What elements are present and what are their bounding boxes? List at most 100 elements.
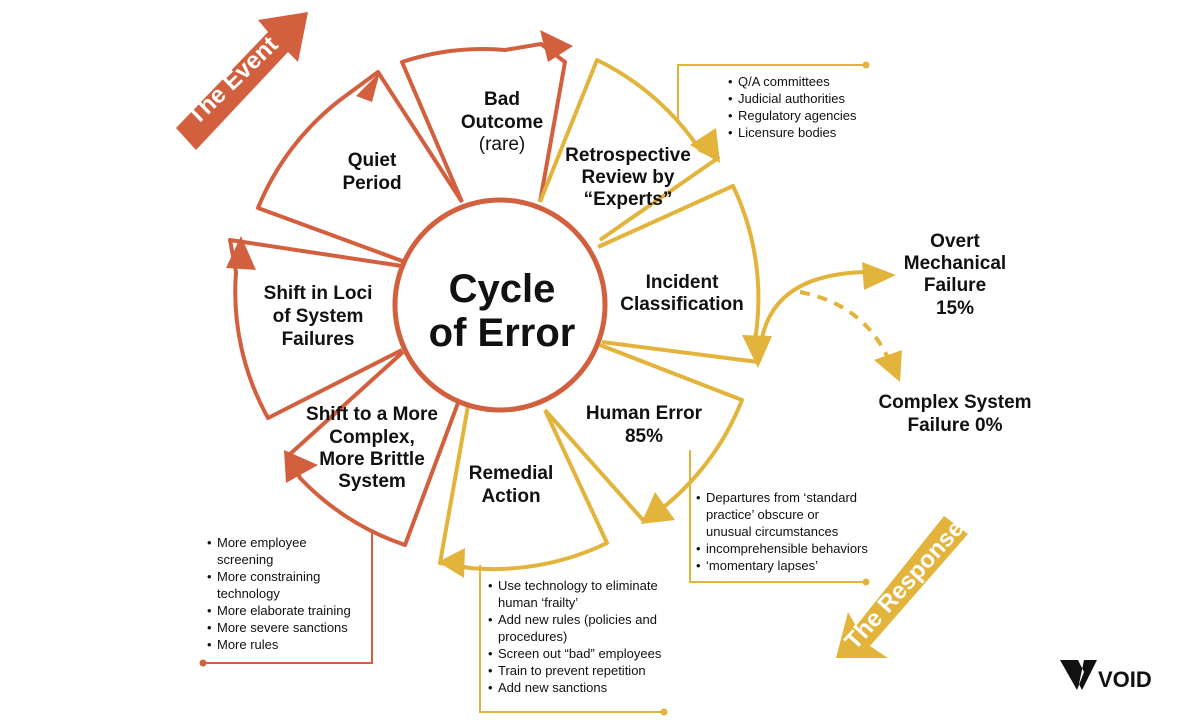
label-bad-outcome-3: (rare) [479, 134, 525, 155]
label-bad-outcome-1: Bad [484, 89, 520, 110]
label-shift-loci-3: Failures [282, 329, 355, 350]
shift-connector [203, 530, 373, 664]
human-error-connector-dot [862, 578, 870, 586]
bullet-dot: • [488, 646, 493, 661]
arrowhead-bad-outcome [540, 30, 573, 62]
note-line: More constraining [217, 569, 320, 584]
remedial-connector [479, 565, 664, 713]
note-line: Regulatory agencies [738, 108, 857, 123]
response-banner-shape [836, 516, 968, 658]
overt-line2: Mechanical [904, 253, 1006, 274]
notes-shift: • More employee screening • More constrainin… [207, 535, 351, 652]
note-line: ‘momentary lapses’ [706, 558, 818, 573]
label-review-2: Review by [582, 167, 675, 188]
segment-labels: Bad Outcome (rare) Retrospective Review … [264, 89, 744, 507]
bullet-dot: • [696, 558, 701, 573]
notes-remedial: • Use technology to eliminate human ‘frail… [488, 578, 662, 695]
label-shift-complex-4: System [338, 471, 406, 492]
response-banner-text: The Response [840, 515, 970, 655]
label-shift-loci-1: Shift in Loci [264, 283, 373, 304]
segment-shift-loci [228, 238, 403, 420]
bullet-dot: • [488, 578, 493, 593]
note-line: procedures) [498, 629, 567, 644]
note-line: Add new sanctions [498, 680, 608, 695]
note-line: Use technology to eliminate [498, 578, 658, 593]
bullet-dot: • [488, 680, 493, 695]
arrowhead-shift-loci [226, 236, 256, 270]
segment-quiet-period [256, 70, 464, 264]
bullet-dot: • [207, 620, 212, 635]
label-incident-1: Incident [646, 272, 720, 293]
note-line: screening [217, 552, 273, 567]
void-logo-mark [1060, 660, 1097, 690]
bullet-dot: • [207, 569, 212, 584]
review-connector-dot [862, 61, 870, 69]
label-shift-complex-3: More Brittle [319, 449, 425, 470]
label-review-1: Retrospective [565, 145, 691, 166]
overt-branch-arrowhead [862, 262, 896, 290]
bullet-dot: • [728, 125, 733, 140]
note-line: Screen out “bad” employees [498, 646, 662, 661]
note-line: human ‘frailty’ [498, 595, 578, 610]
segment-remedial-action [438, 405, 609, 572]
note-line: Add new rules (policies and [498, 612, 657, 627]
note-line: More severe sanctions [217, 620, 348, 635]
bullet-dot: • [728, 74, 733, 89]
human-error-connector [689, 450, 866, 583]
response-banner: The Response [836, 515, 969, 658]
complex-branch-dashed [799, 290, 890, 359]
bullet-dot: • [207, 637, 212, 652]
void-logo: VOID [1060, 660, 1152, 692]
note-line: incomprehensible behaviors [706, 541, 868, 556]
overt-branch-curve [760, 269, 881, 339]
bullet-dot: • [696, 541, 701, 556]
segment-bad-outcome [400, 42, 567, 203]
label-shift-loci-2: of System [273, 306, 364, 327]
overt-line4: 15% [936, 298, 974, 319]
note-line: Q/A committees [738, 74, 830, 89]
label-quiet-2: Period [342, 173, 401, 194]
overt-line1: Overt [930, 231, 980, 252]
bullet-dot: • [488, 663, 493, 678]
complex-branch-arrowhead [874, 350, 902, 382]
center-title-line1: Cycle [449, 267, 556, 311]
arrowhead-remedial [438, 548, 465, 578]
overt-line3: Failure [924, 275, 986, 296]
center-circle [392, 197, 608, 413]
label-review-3: “Experts” [584, 189, 673, 210]
label-human-error-2: 85% [625, 426, 663, 447]
note-line: Departures from ‘standard [706, 490, 857, 505]
outcome-branch: Overt Mechanical Failure 15% Complex Sys… [760, 231, 1032, 436]
arrowhead-human-error [641, 492, 675, 524]
label-shift-complex-2: Complex, [329, 427, 415, 448]
arrowhead-shift-complex [284, 450, 318, 483]
bullet-dot: • [696, 490, 701, 505]
note-line: Licensure bodies [738, 125, 837, 140]
note-line: technology [217, 586, 280, 601]
cycle-segments [228, 42, 761, 572]
note-line: More employee [217, 535, 307, 550]
shift-connector-dot [199, 659, 207, 667]
cycle-arrowheads [226, 30, 772, 578]
label-quiet-1: Quiet [348, 150, 397, 171]
label-remedial-2: Action [481, 486, 540, 507]
segment-shift-complex [287, 350, 460, 547]
arrowhead-retrospective [690, 128, 720, 163]
note-line: More rules [217, 637, 279, 652]
bullet-dot: • [207, 535, 212, 550]
remedial-connector-dot [660, 708, 668, 716]
callout-connectors [199, 61, 870, 716]
arrowhead-incident [742, 335, 772, 368]
review-connector [677, 64, 866, 120]
label-human-error-1: Human Error [586, 403, 703, 424]
complex-line2: Failure 0% [907, 415, 1002, 436]
note-line: Judicial authorities [738, 91, 845, 106]
label-remedial-1: Remedial [469, 463, 553, 484]
note-line: unusual circumstances [706, 524, 839, 539]
label-bad-outcome-2: Outcome [461, 112, 543, 133]
note-line: Train to prevent repetition [498, 663, 646, 678]
bullet-dot: • [207, 603, 212, 618]
void-logo-text: VOID [1098, 667, 1152, 692]
event-banner-shape [176, 12, 308, 150]
